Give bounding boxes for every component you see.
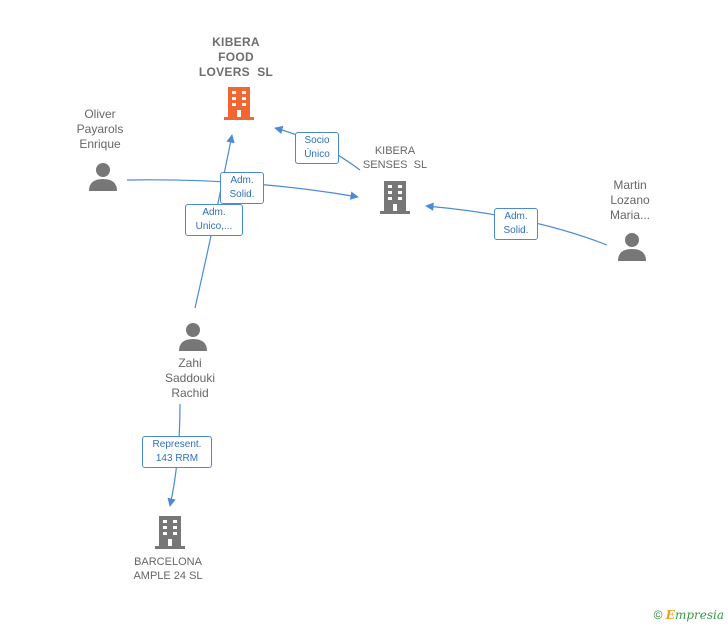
edge-label-martin-adm[interactable]: Adm. Solid. [494, 208, 538, 240]
edge-label-socio-unico[interactable]: Socio Único [295, 132, 339, 164]
building-icon-barcelona-ample[interactable] [154, 515, 186, 549]
node-label-oliver[interactable]: Oliver Payarols Enrique [76, 107, 124, 151]
person-icon-martin[interactable] [616, 230, 648, 262]
node-label-barcelona-ample[interactable]: BARCELONA AMPLE 24 SL [133, 556, 203, 582]
building-icon-kibera-food-lovers[interactable] [223, 86, 255, 120]
edge-label-oliver-adm[interactable]: Adm. Solid. [220, 172, 264, 204]
empresia-brand: Empresia [665, 608, 724, 622]
copyright-icon: © [653, 608, 663, 622]
building-icon-kibera-senses[interactable] [379, 180, 411, 214]
node-label-kibera-senses[interactable]: KIBERA SENSES SL [362, 145, 428, 171]
node-label-zahi[interactable]: Zahi Saddouki Rachid [164, 356, 216, 400]
edge-label-zahi-adm[interactable]: Adm. Unico,... [185, 204, 243, 236]
person-icon-zahi[interactable] [177, 320, 209, 352]
node-label-kibera-food-lovers[interactable]: KIBERA FOOD LOVERS SL [198, 35, 274, 79]
empresia-logo: © Empresia [654, 608, 724, 622]
edge-label-zahi-represent[interactable]: Represent. 143 RRM [142, 436, 212, 468]
person-icon-oliver[interactable] [87, 160, 119, 192]
node-label-martin[interactable]: Martin Lozano Maria... [609, 178, 650, 222]
